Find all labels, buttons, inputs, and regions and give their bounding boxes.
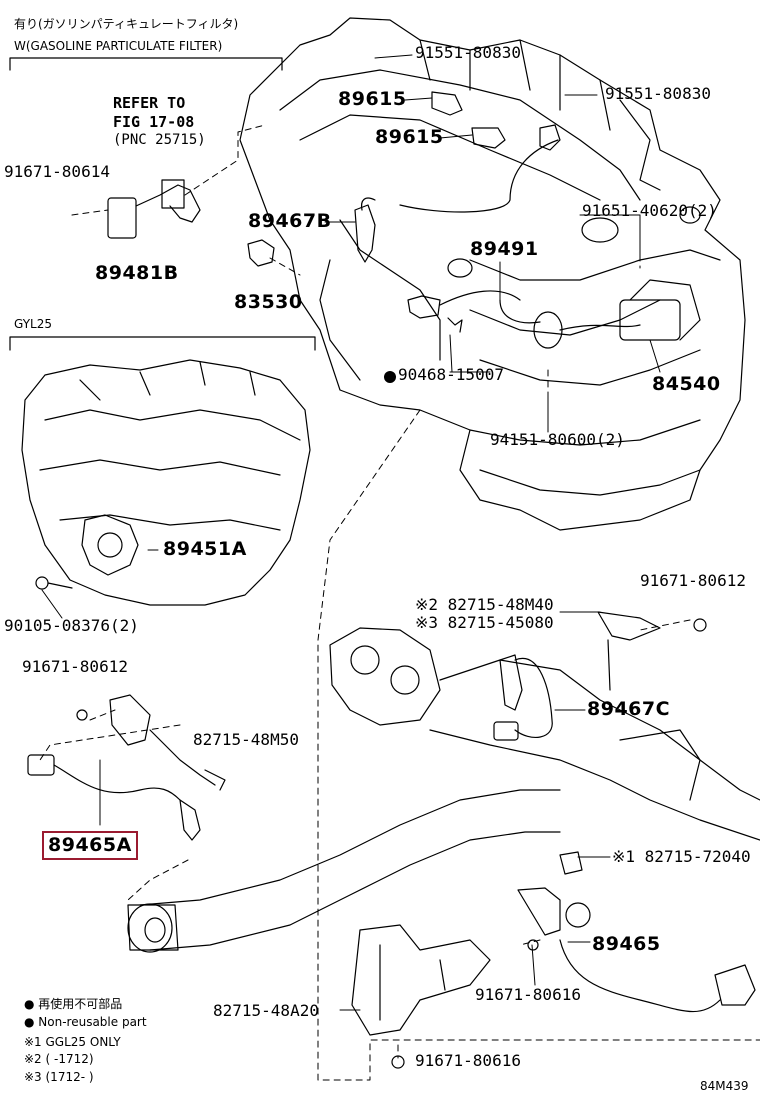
label-82715-72040[interactable]: ※1 82715-72040 — [612, 847, 751, 866]
bracket-82715-72040-illustration — [559, 851, 583, 875]
diagram-id: 84M439 — [700, 1079, 749, 1093]
legend-note-3: ※3 (1712- ) — [24, 1070, 94, 1084]
label-90468-15007[interactable]: 90468-15007 — [398, 365, 504, 384]
sensor-89467B-illustration — [354, 197, 376, 263]
label-91671-80614[interactable]: 91671-80614 — [4, 162, 110, 181]
header-english: W(GASOLINE PARTICULATE FILTER) — [14, 39, 223, 53]
legend-en: ● Non-reusable part — [24, 1015, 147, 1029]
section-bracket-gpf — [9, 57, 283, 71]
bracket-82715-48A20-illustration — [351, 924, 491, 1036]
refer-line-2: FIG 17-08 — [113, 113, 195, 131]
section-bracket-gyl25 — [9, 336, 316, 351]
bolt-90105-illustration — [35, 576, 73, 590]
label-91671-80616-a[interactable]: 91671-80616 — [475, 985, 581, 1004]
label-89615-a[interactable]: 89615 — [338, 88, 407, 110]
sensor-89615-illustrations — [399, 91, 561, 213]
label-89467C[interactable]: 89467C — [587, 698, 671, 720]
part-leader-lines — [41, 54, 661, 1011]
label-84540[interactable]: 84540 — [652, 373, 721, 395]
label-82715-48M50[interactable]: 82715-48M50 — [193, 730, 299, 749]
refer-line-3: (PNC 25715) — [113, 132, 206, 148]
legend-note-1: ※1 GGL25 ONLY — [24, 1035, 121, 1049]
bracket-90468-illustration — [447, 317, 463, 333]
label-89467B[interactable]: 89467B — [248, 210, 332, 232]
label-91551-80830-a[interactable]: 91551-80830 — [415, 43, 521, 62]
sensor-83530-illustration — [247, 239, 275, 267]
label-89491[interactable]: 89491 — [470, 238, 539, 260]
bolt-91671-80616-illustration — [391, 939, 539, 1069]
label-91651-40620[interactable]: 91651-40620(2) — [582, 201, 717, 220]
sensor-89465A-illustration — [27, 754, 201, 841]
non-reusable-markers — [384, 371, 396, 383]
label-90105-08376[interactable]: 90105-08376(2) — [4, 616, 139, 635]
label-91671-80612-right[interactable]: 91671-80612 — [640, 571, 746, 590]
sensor-89467C-illustration — [493, 611, 661, 741]
exhaust-manifold-illustration — [329, 627, 760, 841]
legend-note-2: ※2 ( -1712) — [24, 1052, 94, 1066]
bracket-82715-48M50-illustration — [109, 694, 226, 791]
label-82715-45080[interactable]: ※3 82715-45080 — [415, 613, 554, 632]
label-83530[interactable]: 83530 — [234, 291, 303, 313]
label-89481B[interactable]: 89481B — [95, 262, 179, 284]
label-91671-80616-b[interactable]: 91671-80616 — [415, 1051, 521, 1070]
bolt-91671-80612-illustration — [76, 618, 707, 721]
label-91671-80612-left[interactable]: 91671-80612 — [22, 657, 128, 676]
legend-jp: ● 再使用不可部品 — [24, 997, 123, 1011]
header-japanese: 有り(ガソリンパティキュレートフィルタ) — [14, 17, 239, 31]
solenoid-89481B-illustration — [107, 179, 201, 239]
exhaust-pipe-illustration — [127, 789, 561, 953]
sensor-89465-illustration — [517, 887, 756, 1013]
engine-assembly-illustration — [239, 17, 746, 531]
sensor-89491-illustration — [407, 290, 521, 319]
label-82715-48A20[interactable]: 82715-48A20 — [213, 1001, 319, 1020]
section-label-gyl25: GYL25 — [14, 317, 52, 331]
label-89615-b[interactable]: 89615 — [375, 126, 444, 148]
label-94151-80600[interactable]: 94151-80600(2) — [490, 430, 625, 449]
refer-line-1: REFER TO — [113, 94, 186, 112]
transmission-gyl25-illustration — [21, 359, 311, 606]
label-82715-48M40[interactable]: ※2 82715-48M40 — [415, 595, 554, 614]
label-89465A[interactable]: 89465A — [42, 831, 138, 860]
label-89465[interactable]: 89465 — [592, 933, 661, 955]
label-89451A[interactable]: 89451A — [163, 538, 247, 560]
label-91551-80830-b[interactable]: 91551-80830 — [605, 84, 711, 103]
